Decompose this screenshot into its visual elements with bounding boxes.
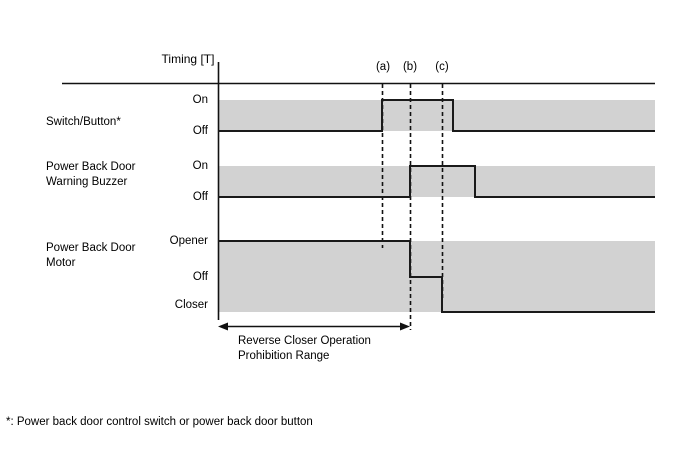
axis-title: Timing [T]: [161, 52, 215, 66]
state-label-buzzer-off: Off: [192, 191, 208, 203]
waveform-switch: [218, 99, 655, 132]
signal-name-motor-line2: Motor: [46, 257, 76, 269]
marker-label-b: (b): [402, 61, 418, 73]
range-arrow: [218, 322, 410, 331]
marker-label-c: (c): [435, 61, 449, 73]
state-label-motor-opener: Opener: [169, 235, 208, 247]
state-label-switch-off: Off: [192, 125, 208, 137]
marker-label-a: (a): [375, 61, 391, 73]
signal-name-motor-line1: Power Back Door: [46, 242, 136, 254]
footnote: *: Power back door control switch or pow…: [6, 416, 313, 428]
state-label-buzzer-on: On: [192, 160, 208, 172]
range-label-line2: Prohibition Range: [238, 350, 330, 362]
signal-name-buzzer-line2: Warning Buzzer: [46, 176, 128, 188]
signal-name-switch: Switch/Button*: [46, 116, 121, 128]
waveform-buzzer: [218, 165, 655, 198]
state-label-motor-closer: Closer: [174, 299, 208, 311]
band-buzzer: [218, 166, 655, 197]
band-switch: [218, 100, 655, 131]
range-label-line1: Reverse Closer Operation: [238, 335, 371, 347]
signal-name-buzzer-line1: Power Back Door: [46, 161, 136, 173]
waveform-motor: [218, 240, 655, 313]
state-label-switch-on: On: [192, 94, 208, 106]
state-label-motor-off: Off: [192, 271, 208, 283]
